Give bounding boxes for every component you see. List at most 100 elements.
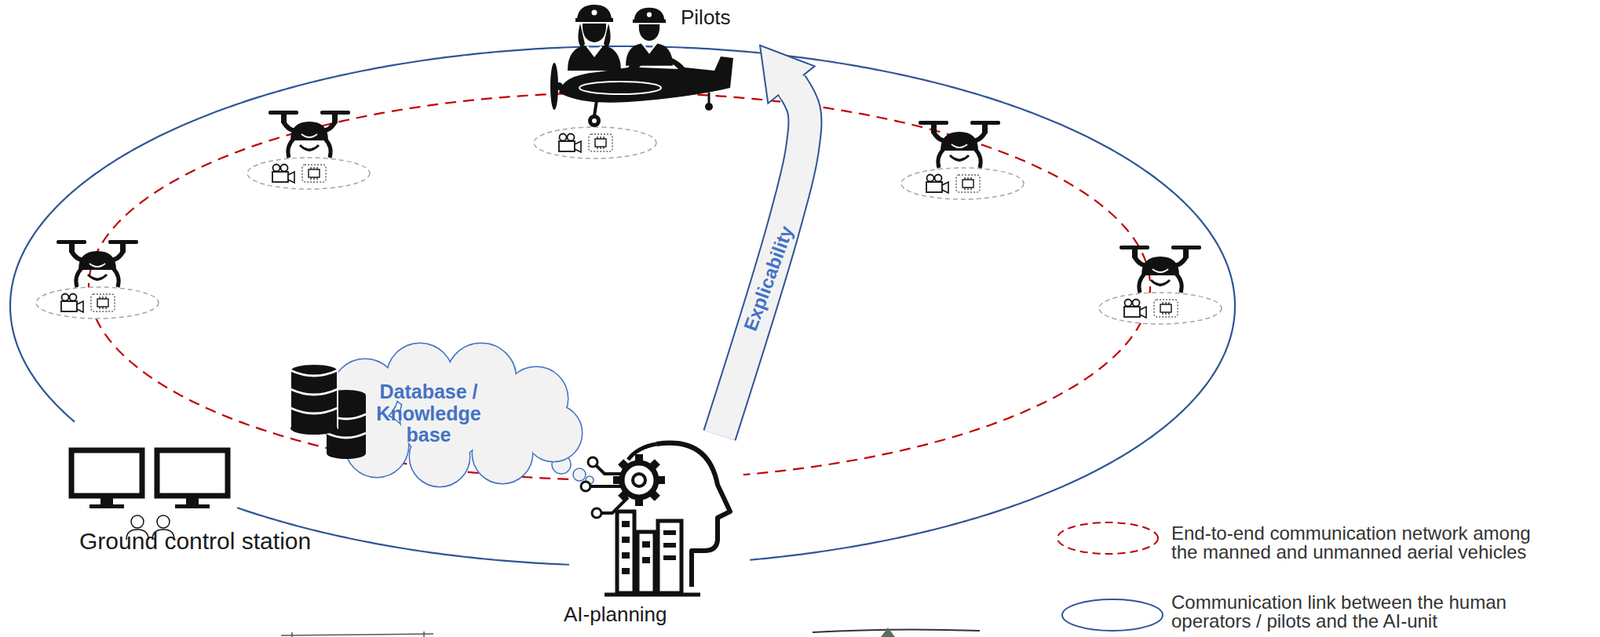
cropped-aircraft [281, 634, 434, 636]
sensor-payload [36, 127, 1222, 325]
ai-planning-icon [663, 555, 676, 561]
operator-icon [131, 515, 144, 529]
ai-planning-icon [621, 552, 630, 559]
database-icon [326, 390, 366, 402]
ai-planning-icon [604, 593, 701, 598]
ai-planning-icon [617, 489, 631, 502]
monitor-icon [89, 504, 125, 509]
drone-icon [918, 120, 1001, 169]
aircraft-icon [558, 54, 734, 103]
cropped-aircraft [812, 629, 980, 633]
aircraft-icon [708, 92, 711, 104]
ai-planning-icon [656, 443, 731, 588]
node-label: AI-planning [563, 603, 668, 627]
database-icon [290, 370, 338, 429]
monitor-icon [100, 498, 114, 506]
database-icon [290, 389, 338, 414]
node-label: Database / Knowledge base [365, 381, 492, 447]
ai-planning-node: AI-planning [518, 435, 742, 632]
ai-planning-icon [647, 489, 661, 502]
monitor-icon [71, 450, 228, 509]
cloud-outline [322, 393, 377, 447]
arrow-head [759, 45, 815, 104]
ai-planning-icon [621, 521, 676, 575]
cropped-aircraft [880, 628, 895, 637]
communication-rings [10, 46, 1235, 566]
ai-planning-icon [591, 508, 602, 519]
ai-planning-icon [580, 482, 591, 492]
explicability-arrow [719, 45, 815, 436]
ai-planning-icon [621, 536, 630, 544]
aircraft-icon [588, 114, 601, 128]
aircraft-icon [705, 102, 713, 111]
monitor-icon [157, 450, 228, 497]
legend-text: End-to-end communication network among t… [1171, 524, 1549, 563]
pilot-icon [577, 4, 612, 19]
ai-planning-icon [617, 511, 635, 594]
sensor-payload [247, 157, 370, 190]
ai-planning-icon [580, 443, 731, 596]
sensor-payload [1099, 292, 1222, 325]
pilot-icon [603, 23, 611, 49]
ai-planning-icon [635, 454, 643, 464]
sensor-payload [533, 127, 657, 159]
database-icon [291, 370, 337, 429]
legend-sample [1057, 522, 1158, 555]
pilot-icon [567, 4, 622, 71]
database-icon [290, 370, 338, 377]
drone-icon [56, 110, 1202, 293]
pilot-icon [632, 19, 666, 23]
ai-planning-icon [647, 459, 661, 472]
database-icon [326, 448, 366, 460]
aircraft-icon [550, 54, 734, 128]
edge-label: Explicability [739, 222, 798, 334]
pilot-icon [591, 10, 598, 16]
pilot-icon [582, 23, 607, 43]
monitor-icon [186, 498, 199, 506]
ai-planning-icon [617, 511, 682, 594]
pilots-node: Pilots [551, 0, 760, 134]
ai-planning-icon [637, 532, 655, 594]
pilot-icon [634, 7, 665, 21]
database-icon [326, 395, 366, 454]
database-icon [290, 364, 338, 377]
ai-planning-icon [590, 466, 629, 514]
node-label: Pilots [680, 6, 731, 30]
ai-planning-icon [588, 457, 598, 468]
database-icon [290, 422, 338, 435]
ai-planning-icon [613, 476, 623, 485]
cropped-aircraft [292, 631, 424, 637]
pilot-icon [567, 4, 673, 71]
monitor-icon [175, 504, 210, 509]
sensor-payload [901, 168, 1024, 200]
pilot-icon [577, 23, 585, 49]
knowledge-cloud: Database / Knowledge base [286, 345, 597, 487]
ai-planning-icon [663, 530, 676, 536]
ai-planning-icon [621, 463, 657, 498]
database-icon [326, 414, 366, 439]
ai-planning-icon [621, 568, 630, 575]
aircraft-icon [591, 118, 597, 124]
pilot-icon [646, 12, 652, 18]
pilot-icon [575, 18, 614, 22]
arrow-outline [719, 84, 806, 436]
aircraft-icon [550, 62, 559, 110]
pilot-icon [639, 24, 661, 41]
ai-planning-icon [590, 485, 622, 489]
ai-planning-icon [617, 459, 631, 472]
ai-planning-icon [642, 541, 651, 548]
operator-icon [157, 515, 170, 529]
thought-bubble [585, 476, 594, 485]
ai-planning-icon [632, 474, 646, 487]
network-ring [743, 286, 1151, 475]
ai-planning-icon [642, 557, 651, 564]
cloud-fill [322, 393, 377, 447]
monitor-icon [71, 450, 143, 497]
ai-planning-icon [657, 521, 682, 594]
database-icon [290, 364, 366, 460]
cropped-aircraft [281, 628, 980, 637]
